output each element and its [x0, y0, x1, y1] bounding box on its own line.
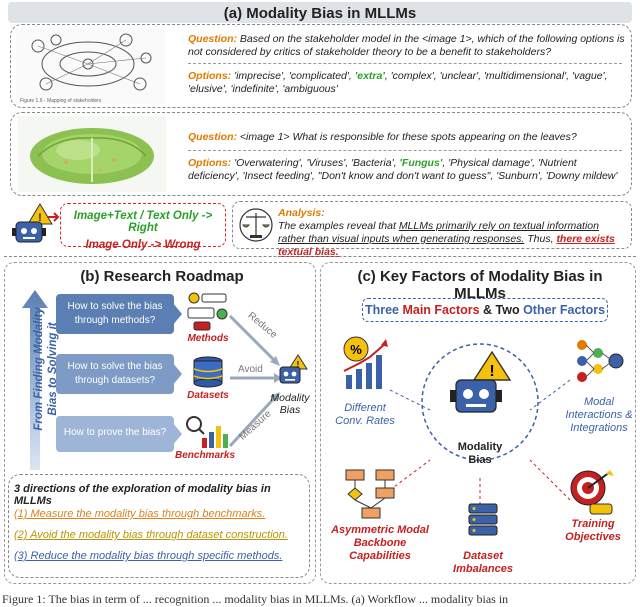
avoid-label: Avoid [238, 364, 263, 375]
factors-pre: Three [364, 303, 403, 317]
methods-label: Methods [187, 333, 229, 344]
section-separator [4, 256, 636, 257]
factors-other: Other Factors [523, 303, 606, 317]
options-2: Options: 'Overwatering', 'Viruses', 'Bac… [188, 157, 626, 183]
options-label: Options: [188, 157, 232, 169]
robot-warning-icon: ! [279, 354, 308, 384]
svg-text:!: ! [38, 212, 42, 224]
direction-num: (3) [14, 550, 28, 562]
benchmark-chart-icon [186, 416, 228, 448]
options-text: , 'complex', 'unclear', 'multidimensiona… [188, 70, 608, 95]
question-text: <image 1> What is responsible for these … [237, 131, 577, 143]
panel-a-title: (a) Modality Bias in MLLMs [223, 5, 417, 22]
directions-box [8, 474, 310, 578]
figure-caption: Figure 1: The bias in term of ... recogn… [2, 592, 509, 606]
network-integration-icon [577, 340, 624, 382]
image-caption: Figure 1.6 - Mapping of stakeholders [20, 98, 102, 104]
flowchart-icon [345, 469, 395, 519]
analysis-label: Analysis: [278, 207, 325, 219]
modality-bias-label: Modality Bias [270, 392, 310, 416]
direction-text: Measure the modality bias through benchm… [30, 508, 266, 520]
right-result-text: Image+Text / Text Only -> Right [73, 210, 213, 234]
result-box: Image+Text / Text Only -> Right Image On… [60, 203, 226, 251]
analysis-text-pre: The examples reveal that [278, 220, 399, 232]
direction-num: (2) [14, 529, 28, 541]
factor-modal-interactions: Modal Interactions & Integrations [565, 396, 633, 434]
example-card-2 [10, 112, 632, 196]
arrow-icon [47, 212, 60, 222]
lettuce-leaf-image [18, 116, 166, 192]
factors-banner [362, 298, 608, 322]
panel-c-title: (c) Key Factors of Modality Bias in MLLM… [357, 268, 603, 302]
direction-text: Avoid the modality bias through dataset … [30, 529, 288, 541]
svg-text:!: ! [297, 360, 300, 369]
factors-main: Main Factors [402, 303, 480, 317]
question-label: Question: [188, 131, 237, 143]
convergence-arrows [228, 314, 282, 448]
options-label: Options: [188, 70, 232, 82]
target-icon [570, 470, 614, 515]
roadmap-box-datasets: How to solve the bias through datasets? [56, 354, 174, 394]
options-text: 'Overwatering', 'Viruses', 'Bacteria', [231, 157, 400, 169]
data-server-icon [468, 503, 498, 536]
direction-text: Reduce the modality bias through specifi… [30, 550, 283, 562]
factor-backbone: Asymmetric Modal Backbone Capabilities [331, 524, 429, 562]
factors-mid: & Two [479, 303, 524, 317]
direction-num: (1) [14, 508, 28, 520]
datasets-label: Datasets [187, 390, 229, 401]
analysis-text-underline: MLLMs primarily rely on textual informat… [278, 220, 599, 245]
percent-growth-chart-icon: % [343, 336, 388, 389]
directions-list: (1) Measure the modality bias through be… [14, 508, 310, 562]
wrong-result-text: Image Only -> Wrong [85, 239, 201, 251]
question-text: Based on the stakeholder model in the <i… [188, 33, 625, 58]
svg-text:%: % [350, 342, 362, 357]
question-label: Question: [188, 33, 237, 45]
options-text: 'imprecise', 'complicated', [231, 70, 355, 82]
balance-scale-icon [239, 208, 273, 242]
correct-answer: 'Fungus' [399, 157, 443, 169]
correct-answer: 'extra' [354, 70, 385, 82]
panel-b-title: (b) Research Roadmap [80, 268, 244, 285]
question-2: Question: <image 1> What is responsible … [188, 131, 626, 144]
center-label: Modality Bias [457, 441, 503, 466]
divider [188, 150, 622, 151]
factor-dataset: Dataset Imbalances [453, 550, 513, 575]
panel-b [4, 262, 316, 584]
directions-title: 3 directions of the exploration of modal… [14, 483, 271, 507]
example-card-1 [10, 24, 632, 108]
options-text: , 'Physical damage', 'Nutrient deficienc… [188, 157, 618, 182]
database-icon [193, 356, 223, 388]
direction-3: (3) Reduce the modality bias through spe… [14, 550, 310, 562]
stakeholder-diagram-image [16, 28, 166, 104]
svg-text:!: ! [489, 363, 494, 380]
analysis-text-red: there exists textual bias. [278, 233, 615, 258]
roadmap-box-methods: How to solve the bias through methods? [56, 294, 174, 334]
panel-a-title-bar: (a) Modality Bias in MLLMs [8, 2, 632, 23]
factor-training: Training Objectives [565, 518, 621, 543]
analysis-box [232, 201, 632, 249]
options-1: Options: 'imprecise', 'complicated', 'ex… [188, 70, 626, 96]
robot-warning-icon: ! [12, 203, 53, 243]
methods-icon [187, 292, 228, 331]
divider [188, 63, 622, 64]
factor-connections [389, 379, 571, 505]
roadmap-box-benchmarks: How to prove the bias? [56, 416, 174, 452]
factor-conv-rates: Different Conv. Rates [335, 402, 395, 427]
analysis-text: Analysis: The examples reveal that MLLMs… [278, 207, 628, 259]
central-circle: ! [421, 343, 539, 461]
question-1: Question: Based on the stakeholder model… [188, 33, 626, 59]
benchmarks-label: Benchmarks [174, 450, 236, 461]
analysis-text-mid: Thus, [524, 233, 557, 245]
direction-2: (2) Avoid the modality bias through data… [14, 529, 310, 541]
direction-1: (1) Measure the modality bias through be… [14, 508, 310, 520]
connector-arrows [172, 302, 182, 446]
factors-text: Three Main Factors & Two Other Factors [362, 303, 608, 317]
up-arrow-icon [22, 290, 48, 470]
panel-c [320, 262, 636, 584]
